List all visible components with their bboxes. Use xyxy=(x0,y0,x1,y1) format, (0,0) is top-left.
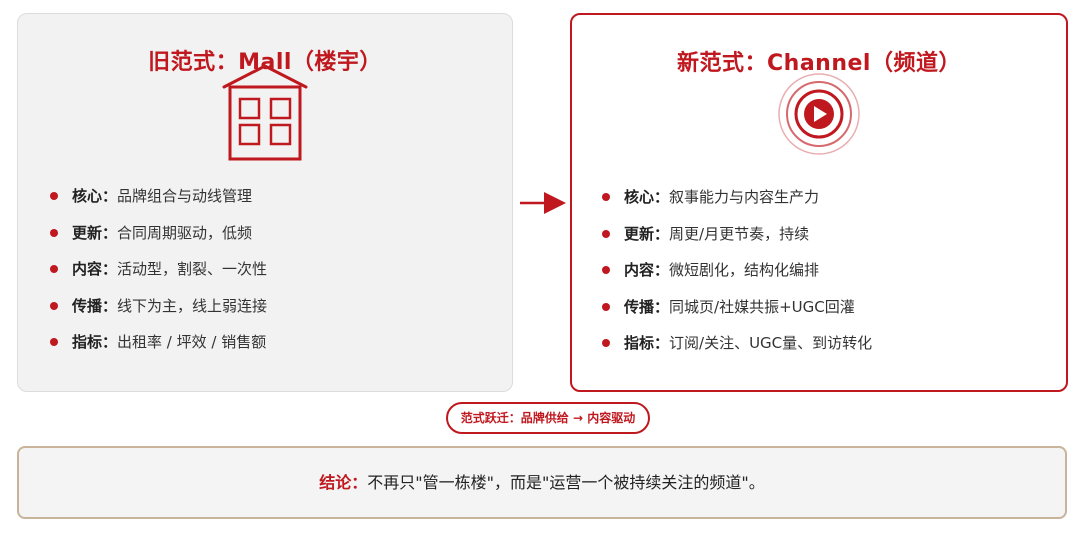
list-item: 内容：活动型，割裂、一次性 xyxy=(50,259,267,296)
bullet-dot-icon xyxy=(50,192,58,200)
bullet-dot-icon xyxy=(602,339,610,348)
bullet-dot-icon xyxy=(602,302,610,311)
bullet-dot-icon xyxy=(602,193,610,201)
conclusion-label: 结论： xyxy=(319,473,368,492)
bullet-dot-icon xyxy=(50,228,58,237)
list-item: 传播：线下为主，线上弱连接 xyxy=(50,296,267,333)
list-item: 核心：品牌组合与动线管理 xyxy=(50,186,267,223)
list-item: 更新：周更/月更节奏，持续 xyxy=(602,224,872,261)
list-item: 核心：叙事能力与内容生产力 xyxy=(602,187,872,224)
conclusion-text: 不再只"管一栋楼"，而是"运营一个被持续关注的频道"。 xyxy=(367,473,765,492)
old-paradigm-list: 核心：品牌组合与动线管理 更新：合同周期驱动，低频 内容：活动型，割裂、一次性 … xyxy=(50,186,267,369)
old-paradigm-card: 旧范式：Mall（楼宇） 核心：品牌组合与动线管理 更新：合同周期驱动，低频 内… xyxy=(17,13,513,392)
building-icon xyxy=(222,65,308,161)
arrow-right-icon xyxy=(520,192,566,214)
play-channel-icon xyxy=(778,73,860,155)
conclusion-box: 结论：不再只"管一栋楼"，而是"运营一个被持续关注的频道"。 xyxy=(17,446,1067,519)
list-item: 指标：出租率 / 坪效 / 销售额 xyxy=(50,332,267,369)
bullet-dot-icon xyxy=(50,301,58,310)
new-paradigm-card: 新范式：Channel（频道） 核心：叙事能力与内容生产力 更新：周更/月更节奏… xyxy=(570,13,1068,392)
bullet-dot-icon xyxy=(602,266,610,275)
bullet-dot-icon xyxy=(50,265,58,274)
new-paradigm-list: 核心：叙事能力与内容生产力 更新：周更/月更节奏，持续 内容：微短剧化，结构化编… xyxy=(602,187,872,370)
list-item: 内容：微短剧化，结构化编排 xyxy=(602,260,872,297)
paradigm-transition-badge: 范式跃迁：品牌供给 → 内容驱动 xyxy=(446,402,650,434)
new-paradigm-title: 新范式：Channel（频道） xyxy=(677,51,961,76)
bullet-dot-icon xyxy=(50,338,58,347)
list-item: 指标：订阅/关注、UGC量、到访转化 xyxy=(602,333,872,370)
old-paradigm-title: 旧范式：Mall（楼宇） xyxy=(148,50,382,75)
list-item: 更新：合同周期驱动，低频 xyxy=(50,223,267,260)
bullet-dot-icon xyxy=(602,229,610,238)
list-item: 传播：同城页/社媒共振+UGC回灌 xyxy=(602,297,872,334)
